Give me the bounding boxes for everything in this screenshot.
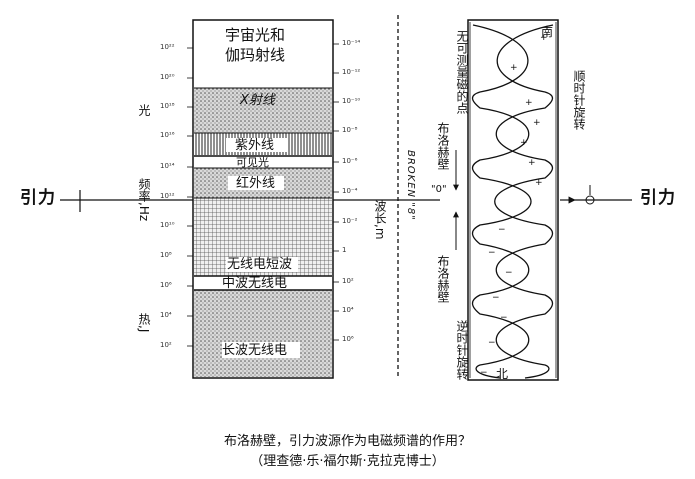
counterclockwise-label: 逆时针旋转 bbox=[455, 320, 469, 380]
caption-line-1: 布洛赫壁，引力波源作为电磁频谱的作用？ bbox=[223, 434, 471, 449]
helix-curve-a bbox=[471, 24, 532, 379]
north-label: 北 bbox=[496, 367, 509, 381]
left-tick-label: 10²² bbox=[160, 43, 175, 51]
left-tick-label: 10⁴ bbox=[160, 311, 172, 319]
helix-curve-b bbox=[494, 24, 554, 379]
helix-signs: +++ +++ −−− −−− +− bbox=[480, 33, 548, 378]
right-axis-wavelength: 波长,m bbox=[373, 200, 387, 240]
force-label-left: 引力 bbox=[20, 188, 56, 208]
left-side-heat: 热,J bbox=[137, 313, 151, 333]
left-tick-label: 10²⁰ bbox=[160, 73, 175, 81]
right-tick-label: 1 bbox=[342, 246, 347, 254]
band-label-infrared: 红外线 bbox=[236, 176, 276, 191]
left-tick-label: 10¹² bbox=[160, 192, 175, 200]
right-tick-label: 10⁻¹⁴ bbox=[342, 39, 361, 47]
unmeasurable-point-label: 无可测量磁的点 bbox=[455, 30, 469, 114]
svg-text:+: + bbox=[528, 158, 536, 168]
left-axis-frequency: 频率,Hz bbox=[137, 178, 151, 222]
right-tick-label: 10⁻¹² bbox=[342, 68, 361, 76]
svg-text:+: + bbox=[510, 63, 518, 73]
left-ticks bbox=[187, 47, 193, 347]
right-tick-label: 10⁻² bbox=[342, 217, 358, 225]
caption-line-2: （理查德·乐·福尔斯·克拉克博士） bbox=[250, 454, 445, 469]
left-side-light: 光 bbox=[137, 104, 151, 116]
band-visible bbox=[194, 157, 332, 167]
right-tick-label: 10⁶ bbox=[342, 335, 354, 343]
svg-text:+: + bbox=[535, 178, 543, 188]
force-label-right: 引力 bbox=[640, 188, 676, 208]
band-xray bbox=[194, 88, 332, 133]
band-label-shortwave: 无线电短波 bbox=[227, 257, 293, 272]
band-label-uv: 紫外线 bbox=[235, 138, 275, 153]
svg-text:−: − bbox=[500, 313, 508, 323]
svg-text:+: + bbox=[533, 118, 541, 128]
bloch-wall-upper: 布洛赫壁 bbox=[436, 122, 450, 170]
left-tick-label: 10¹⁸ bbox=[160, 102, 175, 110]
svg-text:−: − bbox=[480, 368, 488, 378]
south-label: 南 bbox=[541, 25, 554, 39]
right-tick-label: 10⁻⁴ bbox=[342, 187, 358, 195]
left-tick-label: 10⁸ bbox=[160, 251, 172, 259]
svg-text:−: − bbox=[498, 225, 506, 235]
svg-text:−: − bbox=[505, 268, 513, 278]
left-tick-label: 10⁶ bbox=[160, 281, 172, 289]
top-label-gamma: 伽玛射线 bbox=[225, 46, 286, 64]
svg-text:+: + bbox=[540, 33, 548, 43]
zero-label: "0" bbox=[431, 184, 447, 195]
svg-text:−: − bbox=[492, 293, 500, 303]
svg-text:−: − bbox=[488, 338, 496, 348]
right-tick-label: 10⁻¹⁰ bbox=[342, 97, 361, 105]
right-tick-label: 10⁻⁸ bbox=[342, 126, 358, 134]
right-tick-label: 10² bbox=[342, 277, 354, 285]
left-tick-label: 10¹⁴ bbox=[160, 162, 175, 170]
left-tick-label: 10¹⁰ bbox=[160, 221, 175, 229]
band-label-visible: 可见光 bbox=[236, 156, 269, 169]
band-longwave bbox=[194, 290, 332, 377]
bloch-wall-lower: 布洛赫壁 bbox=[436, 255, 450, 303]
left-tick-label: 10² bbox=[160, 341, 172, 349]
spectrum-column bbox=[192, 19, 334, 379]
broken-eight-label: BROKEN "8" bbox=[405, 150, 416, 221]
band-label-xray: X射线 bbox=[240, 93, 275, 108]
right-tick-label: 10⁴ bbox=[342, 306, 354, 314]
svg-text:+: + bbox=[525, 98, 533, 108]
right-tick-label: 10⁻⁶ bbox=[342, 157, 358, 165]
svg-text:+: + bbox=[520, 138, 528, 148]
helix-box bbox=[467, 19, 559, 381]
right-ticks bbox=[333, 43, 339, 341]
band-label-mediumwave: 中波无线电 bbox=[222, 276, 288, 291]
band-label-longwave: 长波无线电 bbox=[222, 343, 288, 358]
top-label-cosmic: 宇宙光和 bbox=[225, 26, 286, 44]
clockwise-label: 顺时针旋转 bbox=[572, 70, 586, 130]
svg-text:−: − bbox=[488, 248, 496, 258]
left-tick-label: 10¹⁶ bbox=[160, 131, 175, 139]
